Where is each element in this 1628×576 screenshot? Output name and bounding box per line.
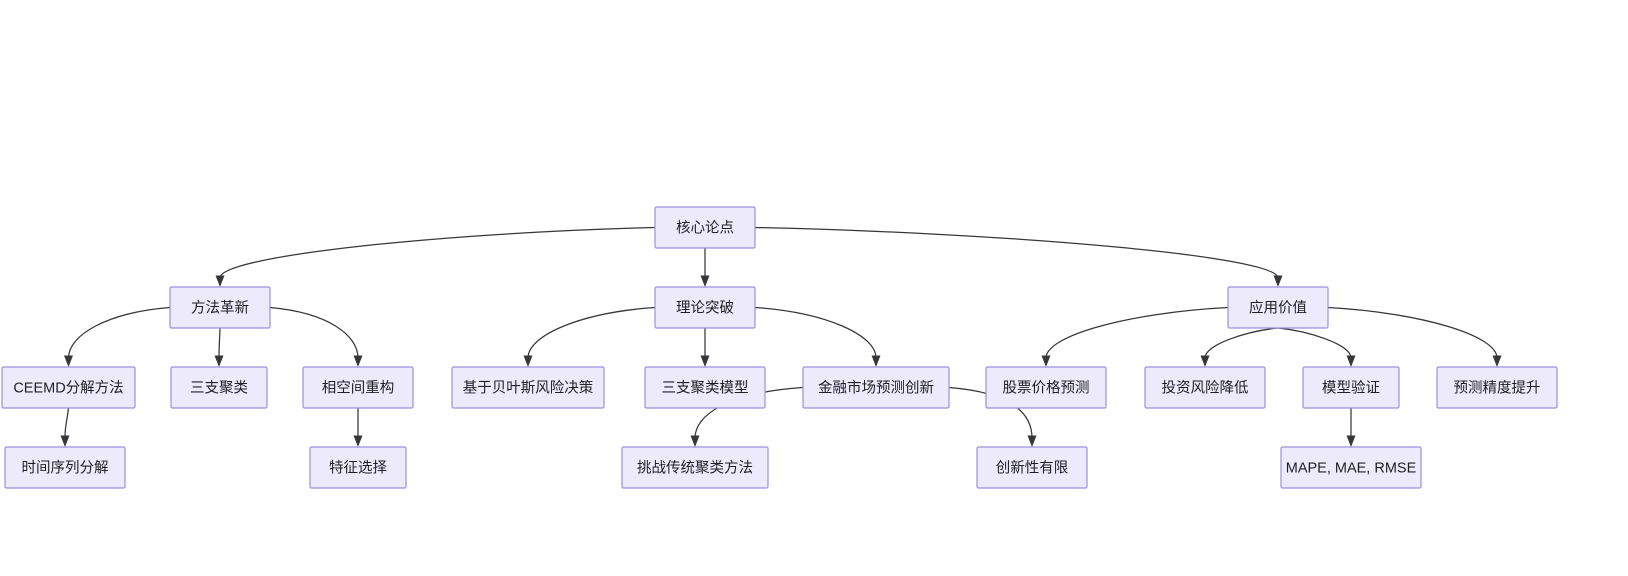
- node-label-feature: 特征选择: [329, 459, 387, 476]
- node-label-finance: 金融市场预测创新: [818, 379, 934, 396]
- node-label-stock: 股票价格预测: [1003, 379, 1090, 396]
- node-decomp[interactable]: 时间序列分解: [4, 446, 126, 489]
- node-box-root[interactable]: [654, 206, 756, 249]
- edge-theory-to-bayes: [527, 306, 656, 359]
- arrowhead-application-to-risk: [1200, 355, 1210, 367]
- arrowhead-ceemd-to-decomp: [60, 435, 70, 447]
- edge-application-to-validate: [1277, 327, 1352, 359]
- edges-layer: [60, 226, 1502, 447]
- edge-application-to-risk: [1204, 327, 1279, 359]
- arrowhead-application-to-stock: [1041, 355, 1051, 367]
- node-root[interactable]: 核心论点: [654, 206, 756, 249]
- node-box-bayes[interactable]: [451, 366, 605, 409]
- node-method[interactable]: 方法革新: [169, 286, 271, 329]
- node-box-stock[interactable]: [985, 366, 1107, 409]
- node-box-phase[interactable]: [302, 366, 414, 409]
- node-box-challenge[interactable]: [621, 446, 769, 489]
- arrowhead-root-to-method: [215, 275, 225, 287]
- node-label-metrics: MAPE, MAE, RMSE: [1286, 460, 1417, 476]
- node-finance[interactable]: 金融市场预测创新: [802, 366, 950, 409]
- node-label-threeway: 三支聚类: [190, 379, 248, 396]
- arrowhead-root-to-theory: [700, 275, 710, 287]
- arrowhead-application-to-accuracy: [1492, 355, 1502, 367]
- node-box-feature[interactable]: [309, 446, 407, 489]
- arrowhead-theory-to-threemodel: [700, 355, 710, 367]
- edge-method-to-phase: [269, 306, 359, 359]
- node-label-ceemd: CEEMD分解方法: [13, 379, 123, 396]
- node-limited[interactable]: 创新性有限: [976, 446, 1088, 489]
- node-label-validate: 模型验证: [1322, 379, 1380, 396]
- node-box-accuracy[interactable]: [1436, 366, 1558, 409]
- arrowhead-root-to-application: [1273, 275, 1283, 287]
- node-box-validate[interactable]: [1302, 366, 1400, 409]
- node-validate[interactable]: 模型验证: [1302, 366, 1400, 409]
- edge-root-to-application: [754, 226, 1279, 279]
- node-box-theory[interactable]: [654, 286, 756, 329]
- node-box-ceemd[interactable]: [1, 366, 136, 409]
- edge-application-to-accuracy: [1327, 306, 1498, 359]
- node-metrics[interactable]: MAPE, MAE, RMSE: [1280, 446, 1422, 489]
- node-theory[interactable]: 理论突破: [654, 286, 756, 329]
- node-challenge[interactable]: 挑战传统聚类方法: [621, 446, 769, 489]
- node-box-threeway[interactable]: [170, 366, 268, 409]
- edge-root-to-method: [219, 226, 656, 279]
- arrowhead-method-to-phase: [353, 355, 363, 367]
- node-application[interactable]: 应用价值: [1227, 286, 1329, 329]
- node-label-application: 应用价值: [1249, 298, 1307, 316]
- node-box-method[interactable]: [169, 286, 271, 329]
- node-label-risk: 投资风险降低: [1162, 379, 1249, 396]
- arrowhead-method-to-threeway: [214, 355, 224, 367]
- node-phase[interactable]: 相空间重构: [302, 366, 414, 409]
- arrowhead-theory-to-bayes: [523, 355, 533, 367]
- node-label-limited: 创新性有限: [996, 459, 1069, 476]
- arrowhead-method-to-ceemd: [64, 355, 73, 367]
- node-box-finance[interactable]: [802, 366, 950, 409]
- node-threeway[interactable]: 三支聚类: [170, 366, 268, 409]
- node-box-threemodel[interactable]: [644, 366, 766, 409]
- node-threemodel[interactable]: 三支聚类模型: [644, 366, 766, 409]
- node-label-bayes: 基于贝叶斯风险决策: [463, 379, 594, 396]
- node-label-method: 方法革新: [191, 299, 249, 316]
- node-label-phase: 相空间重构: [322, 379, 395, 396]
- node-label-decomp: 时间序列分解: [22, 459, 109, 476]
- arrowhead-theory-to-finance: [871, 355, 881, 367]
- node-box-risk[interactable]: [1144, 366, 1266, 409]
- arrowhead-phase-to-feature: [353, 435, 363, 447]
- node-box-metrics[interactable]: [1280, 446, 1422, 489]
- node-ceemd[interactable]: CEEMD分解方法: [1, 366, 136, 409]
- node-bayes[interactable]: 基于贝叶斯风险决策: [451, 366, 605, 409]
- node-stock[interactable]: 股票价格预测: [985, 366, 1107, 409]
- node-label-theory: 理论突破: [676, 299, 734, 316]
- node-feature[interactable]: 特征选择: [309, 446, 407, 489]
- arrowhead-finance-to-challenge: [690, 435, 700, 447]
- edge-method-to-ceemd: [67, 306, 171, 359]
- edge-method-to-threeway: [218, 327, 221, 359]
- node-label-challenge: 挑战传统聚类方法: [637, 459, 753, 476]
- node-label-threemodel: 三支聚类模型: [662, 379, 749, 396]
- node-box-application[interactable]: [1227, 286, 1329, 329]
- arrowhead-validate-to-metrics: [1346, 435, 1356, 447]
- arrowhead-application-to-validate: [1346, 355, 1356, 367]
- node-accuracy[interactable]: 预测精度提升: [1436, 366, 1558, 409]
- node-label-root: 核心论点: [676, 219, 734, 236]
- node-box-decomp[interactable]: [4, 446, 126, 489]
- edge-application-to-stock: [1045, 306, 1229, 359]
- node-box-limited[interactable]: [976, 446, 1088, 489]
- node-label-accuracy: 预测精度提升: [1454, 379, 1541, 396]
- arrowhead-finance-to-limited: [1027, 435, 1037, 447]
- edge-ceemd-to-decomp: [64, 407, 70, 439]
- node-risk[interactable]: 投资风险降低: [1144, 366, 1266, 409]
- edge-theory-to-finance: [754, 306, 877, 359]
